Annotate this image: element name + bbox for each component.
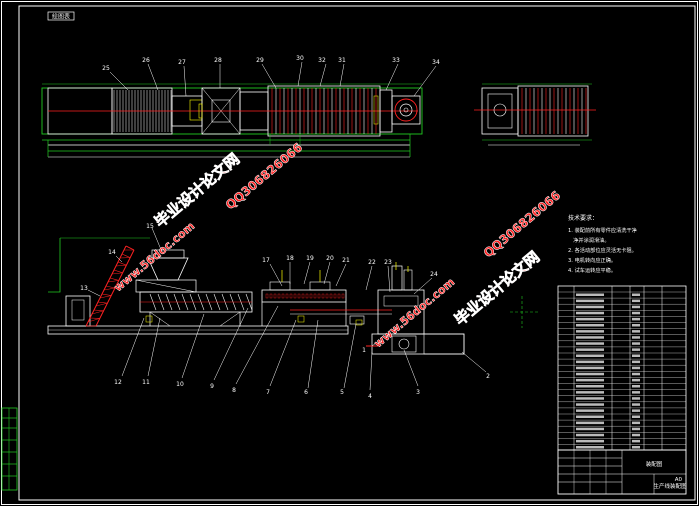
front-view: [47, 237, 540, 355]
callout-number: 10: [176, 381, 184, 388]
callout-number: 17: [262, 257, 270, 264]
top-view-callouts: 25 26 27 28 29 30 32 31 33 34: [102, 55, 440, 72]
callout-number: 9: [210, 383, 214, 390]
callout-number: 21: [342, 257, 350, 264]
callout-number: 4: [368, 393, 372, 400]
callout-number: 23: [384, 259, 392, 266]
callout-number: 14: [108, 249, 116, 256]
callout-number: 7: [266, 389, 270, 396]
drawing-name: 装配图: [646, 460, 663, 468]
callout-number: 28: [214, 57, 222, 64]
callout-number: 32: [318, 57, 326, 64]
title-tab-text: 绘图表: [52, 13, 70, 21]
callout-number: 27: [178, 59, 186, 66]
callout-number: 5: [340, 389, 344, 396]
top-view-leaders: [109, 61, 437, 97]
title-block: 装配图 生产线装配图 A0: [557, 449, 687, 495]
callout-number: 30: [296, 55, 304, 62]
tech-note-line: 2. 各活动部位应灵活无卡阻。: [568, 246, 637, 254]
tech-notes: 技术要求： 1. 装配前所有零件应清洗干净 净并涂润滑油。 2. 各活动部位应灵活…: [568, 214, 637, 274]
tech-note-line: 3. 电机转向应正确。: [568, 256, 616, 264]
callout-number: 8: [232, 387, 236, 394]
callout-number: 24: [430, 271, 438, 278]
callout-number: 22: [368, 259, 376, 266]
callout-number: 26: [142, 57, 150, 64]
callout-number: 18: [286, 255, 294, 262]
callout-number: 12: [114, 379, 122, 386]
front-view-callouts: 15 14 13 12 11 10 9 8 7 6 5 4 3 2 17 18 19 20 21 22 23 24 1: [80, 223, 490, 400]
tech-notes-heading: 技术要求：: [568, 214, 598, 222]
front-view-leaders: [87, 227, 487, 391]
callout-number: 25: [102, 65, 110, 72]
callout-number: 3: [416, 389, 420, 396]
watermark-url-right: www.56doc.com: [372, 275, 458, 350]
callout-number: 1: [362, 347, 366, 354]
left-margin-table: [1, 407, 18, 491]
tech-note-line: 净并涂润滑油。: [568, 236, 610, 244]
callout-number: 20: [326, 255, 334, 262]
sheet-size: A0: [675, 477, 683, 483]
callout-number: 33: [392, 57, 400, 64]
watermarks: 毕业设计论文网 QQ306826066 www.56doc.com 毕业设计论文…: [111, 140, 563, 351]
callout-number: 19: [306, 255, 314, 262]
callout-number: 31: [338, 57, 346, 64]
callout-number: 29: [256, 57, 264, 64]
bom-table: [557, 285, 687, 451]
callout-number: 34: [432, 59, 440, 66]
watermark-site-left: 毕业设计论文网: [151, 150, 243, 231]
tech-note-line: 4. 试车运转应平稳。: [568, 266, 616, 274]
callout-number: 2: [486, 373, 490, 380]
product-name: 生产线装配图: [653, 482, 687, 490]
watermark-qq-right: QQ306826066: [481, 188, 563, 260]
side-view: [474, 83, 596, 146]
callout-number: 13: [80, 285, 88, 292]
callout-number: 6: [304, 389, 308, 396]
tech-note-line: 1. 装配前所有零件应清洗干净: [568, 226, 637, 234]
callout-number: 11: [142, 379, 150, 386]
inner-frame: [18, 5, 696, 501]
title-tab: [47, 11, 75, 21]
top-view: [41, 83, 423, 158]
callout-number: 15: [146, 223, 154, 230]
watermark-site-right: 毕业设计论文网: [451, 248, 543, 329]
watermark-url-left: www.56doc.com: [112, 219, 198, 294]
